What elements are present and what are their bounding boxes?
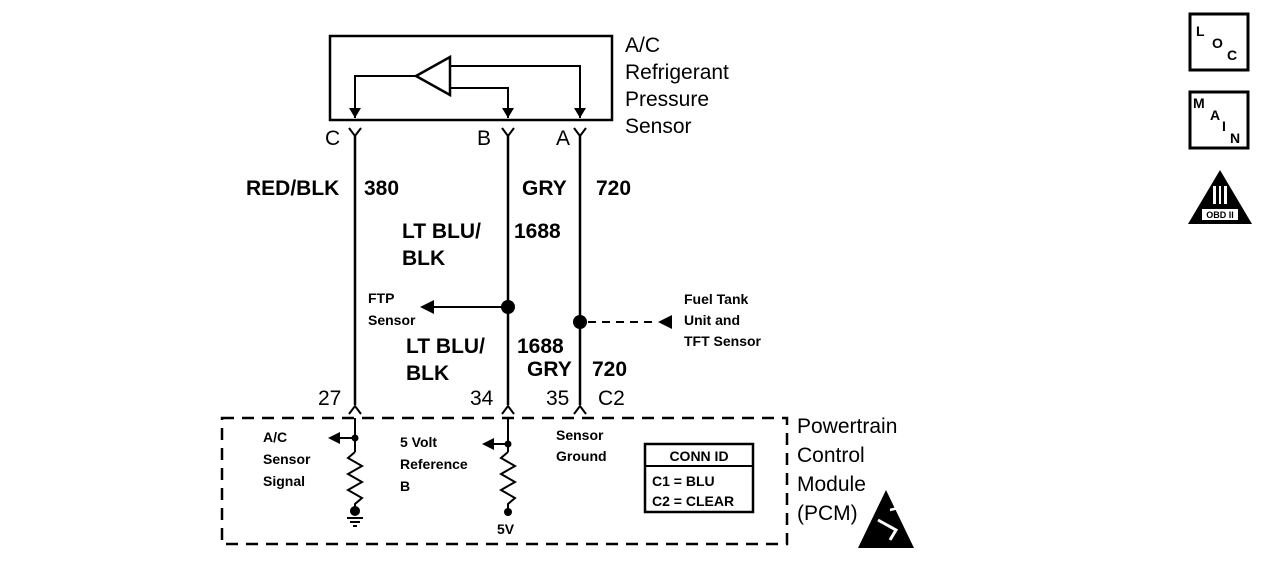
wire-720-circuit: 720 — [596, 177, 631, 200]
pcm-pin-34: 34 — [470, 387, 494, 410]
conn-id-header: CONN ID — [669, 448, 728, 464]
wire-1688-lower-circuit: 1688 — [517, 335, 564, 358]
ground-label-1: Sensor — [556, 427, 604, 443]
wire-720-lower-color: GRY — [527, 358, 572, 381]
ftp-label-2: Sensor — [368, 312, 416, 328]
pcm-pin-35: 35 — [546, 387, 569, 410]
splice-fuel-tank — [573, 315, 587, 329]
pcm-connector-c2: C2 — [598, 387, 625, 410]
pcm-ground-node — [350, 506, 360, 516]
arrow-b — [502, 108, 514, 118]
conn-id-c2: C2 = CLEAR — [652, 493, 734, 509]
fuel-tank-label-2: Unit and — [684, 312, 740, 328]
wire-720-color: GRY — [522, 177, 567, 200]
pcm-title-3: Module — [797, 473, 866, 496]
pcm-signal-node — [351, 434, 359, 442]
wire-720-lower-circuit: 720 — [592, 358, 627, 381]
pcm-box — [220, 416, 789, 546]
sensor-title-4: Sensor — [625, 115, 692, 138]
svg-text:C: C — [1227, 47, 1237, 63]
svg-text:L: L — [1196, 23, 1205, 39]
pin-a-label: A — [556, 127, 570, 150]
sensor-internal-a — [450, 65, 581, 118]
pcm-title-2: Control — [797, 444, 865, 467]
pcm-pin-27: 27 — [318, 387, 341, 410]
ref-label-2: Reference — [400, 456, 468, 472]
five-v-label: 5V — [497, 521, 515, 537]
pin-c-label: C — [325, 127, 340, 150]
pin-b-label: B — [477, 127, 491, 150]
fuel-tank-arrow — [658, 315, 672, 329]
wire-1688-color-1: LT BLU/ — [402, 220, 481, 243]
pcm-connector-27 — [348, 404, 362, 415]
fuel-tank-label-1: Fuel Tank — [684, 291, 749, 307]
sensor-internal-b — [450, 87, 509, 118]
main-icon[interactable]: M A I N — [1188, 90, 1250, 150]
wire-380-color: RED/BLK — [246, 177, 339, 200]
svg-text:I: I — [1222, 118, 1226, 134]
pcm-title-1: Powertrain — [797, 415, 897, 438]
ftp-arrow — [420, 300, 434, 314]
loc-icon[interactable]: L O C — [1188, 12, 1250, 72]
connector-a — [573, 127, 587, 138]
connector-c — [348, 127, 362, 138]
svg-text:A: A — [1210, 107, 1220, 123]
wire-1688-color-2: BLK — [402, 247, 445, 270]
sensor-title-2: Refrigerant — [625, 61, 729, 84]
arrow-c — [349, 108, 361, 118]
pcm-title-4: (PCM) — [797, 502, 858, 525]
wire-1688-lower-color-1: LT BLU/ — [406, 335, 485, 358]
obd-ii-icon[interactable]: OBD II — [1188, 170, 1252, 224]
ac-signal-label-1: A/C — [263, 429, 287, 445]
svg-text:O: O — [1212, 35, 1223, 51]
sensor-title-3: Pressure — [625, 88, 709, 111]
pcm-5v-node — [504, 508, 512, 516]
ac-signal-label-3: Signal — [263, 473, 305, 489]
svg-text:M: M — [1193, 95, 1205, 111]
arrow-a — [574, 108, 586, 118]
ftp-label-1: FTP — [368, 290, 394, 306]
svg-text:OBD II: OBD II — [1206, 210, 1234, 220]
ref-label-3: B — [400, 478, 410, 494]
fuel-tank-label-3: TFT Sensor — [684, 333, 762, 349]
pcm-ref-arrow — [482, 438, 494, 450]
sensor-box — [328, 34, 614, 122]
conn-id-box — [643, 442, 755, 514]
wire-1688-lower-color-2: BLK — [406, 362, 449, 385]
wire-380-circuit: 380 — [364, 177, 399, 200]
ground-label-2: Ground — [556, 448, 607, 464]
amplifier-symbol — [413, 54, 452, 98]
conn-id-c1: C1 = BLU — [652, 473, 715, 489]
pcm-connector-35 — [573, 404, 587, 415]
pcm-resistor-2 — [498, 451, 518, 512]
connector-b — [501, 127, 515, 138]
ref-label-1: 5 Volt — [400, 434, 437, 450]
pcm-connector-34 — [501, 404, 515, 415]
pcm-resistor-1 — [345, 451, 365, 510]
pcm-ref-node — [504, 440, 512, 448]
wire-1688-circuit: 1688 — [514, 220, 561, 243]
svg-text:N: N — [1230, 130, 1240, 146]
ac-signal-label-2: Sensor — [263, 451, 311, 467]
pcm-signal-arrow — [328, 432, 340, 444]
sensor-internal-c — [354, 75, 416, 118]
esd-warning-icon — [858, 490, 914, 548]
sensor-title-1: A/C — [625, 34, 660, 57]
